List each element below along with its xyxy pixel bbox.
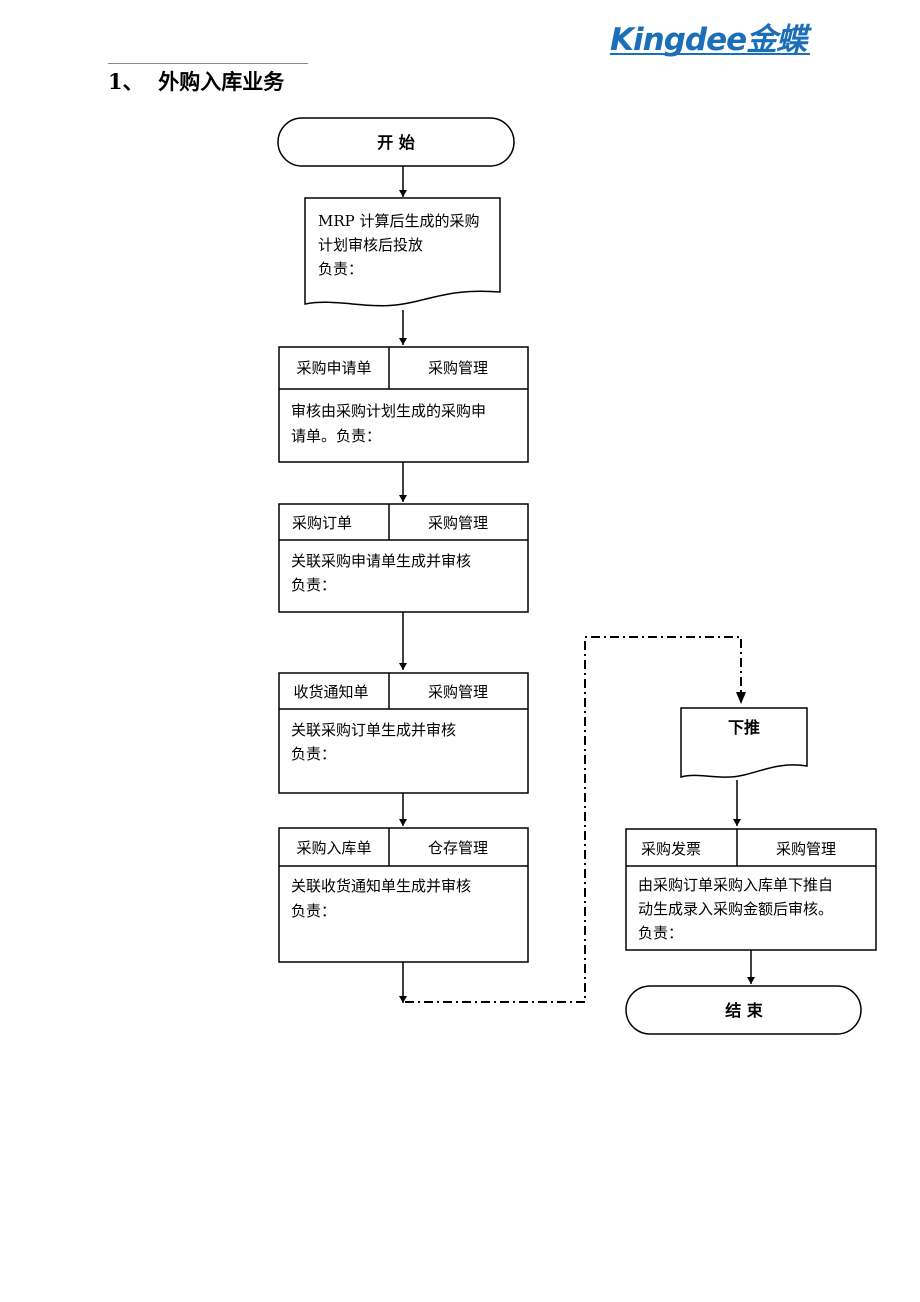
logo-text: Kingdee金蝶 (610, 22, 807, 58)
order-line-1: 关联采购申请单生成并审核 (291, 552, 471, 570)
push-connector (405, 636, 742, 1003)
stock-in-line-1: 关联收货通知单生成并审核 (291, 877, 471, 895)
invoice-line-2: 动生成录入采购金额后审核。 (638, 900, 833, 918)
mrp-document (304, 197, 501, 307)
stock-in-module: 仓存管理 (428, 839, 488, 857)
requisition-line-2: 请单。负责： (291, 427, 381, 445)
stock-in-line-2: 负责： (291, 902, 336, 920)
push-label: 下推 (728, 718, 760, 737)
header-rule (108, 63, 308, 64)
start-label: 开 始 (377, 133, 415, 152)
requisition-line-1: 审核由采购计划生成的采购申 (291, 402, 486, 420)
order-line-2: 负责： (291, 576, 336, 594)
push-connector-arrowhead (736, 692, 746, 704)
requisition-module: 采购管理 (428, 359, 488, 377)
order-name: 采购订单 (292, 514, 352, 532)
section-title: 1、 外购入库业务 (108, 69, 285, 94)
push-document (680, 707, 808, 778)
requisition-name: 采购申请单 (296, 359, 371, 377)
mrp-line-1: MRP 计算后生成的采购 (318, 212, 480, 230)
start-terminator (277, 117, 515, 167)
kingdee-logo: Kingdee金蝶 (610, 14, 810, 58)
end-terminator (625, 985, 862, 1035)
stock-in-box (278, 827, 529, 963)
mrp-line-3: 负责： (318, 260, 363, 278)
mrp-line-2: 计划审核后投放 (318, 236, 423, 254)
stock-in-name: 采购入库单 (296, 839, 371, 857)
invoice-line-1: 由采购订单采购入库单下推自 (638, 876, 833, 894)
receipt-notice-module: 采购管理 (428, 683, 488, 701)
invoice-box (625, 828, 877, 951)
invoice-name: 采购发票 (641, 840, 701, 858)
receipt-notice-box (278, 672, 529, 794)
receipt-notice-name: 收货通知单 (293, 683, 368, 701)
end-label: 结 束 (724, 1001, 764, 1020)
invoice-module: 采购管理 (776, 840, 836, 858)
receipt-notice-line-2: 负责： (291, 745, 336, 763)
order-module: 采购管理 (428, 514, 488, 532)
receipt-notice-line-1: 关联采购订单生成并审核 (291, 721, 456, 739)
logo-underline (610, 53, 810, 55)
invoice-line-3: 负责： (638, 924, 683, 942)
requisition-box (278, 346, 529, 463)
